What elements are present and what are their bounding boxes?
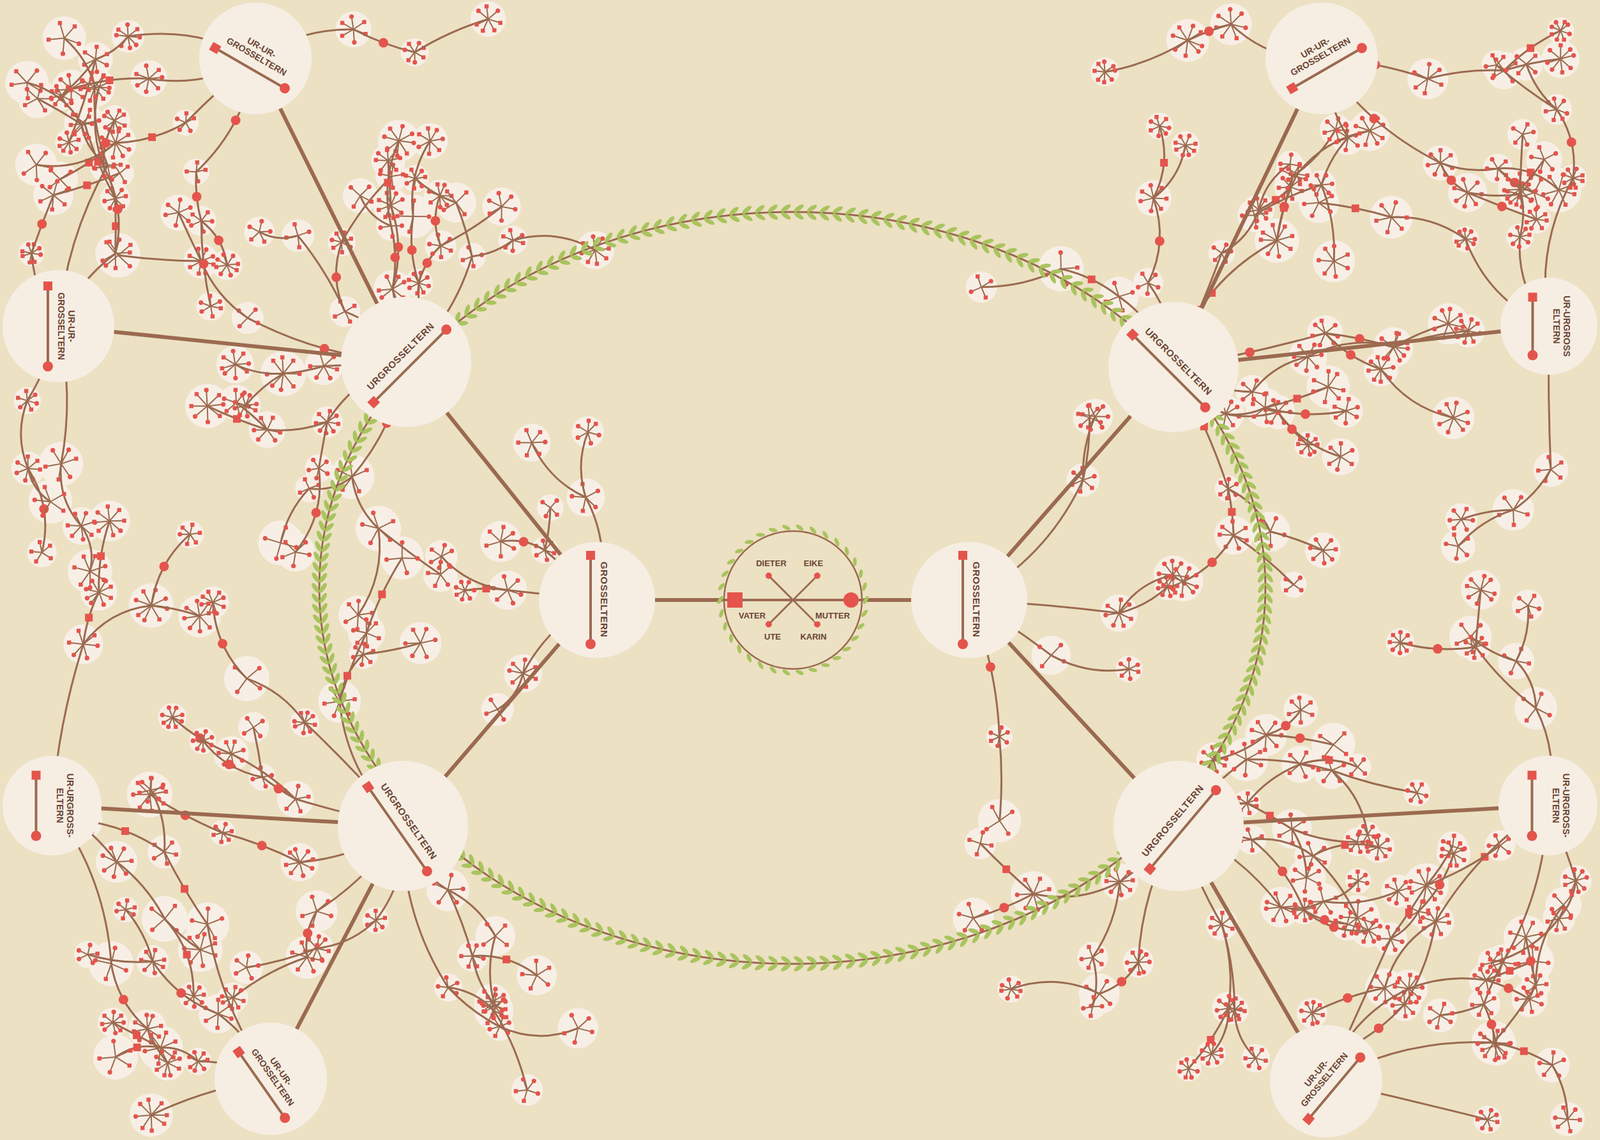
page-ground: DIETEREIKEVATERMUTTERUTEKARINGROSSELTERN…: [0, 0, 1600, 1140]
